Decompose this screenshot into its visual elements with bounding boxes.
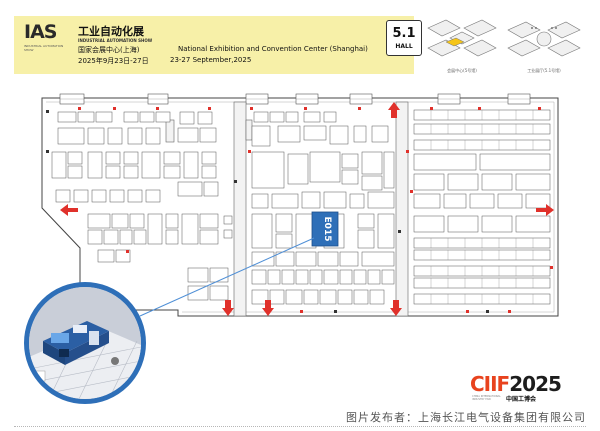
ciif-en: CHINA INTERNATIONAL INDUSTRY FAIR: [472, 395, 501, 401]
venue-cn: 国家会展中心(上海): [78, 46, 140, 54]
dates-cn: 2025年9月23日-27日: [78, 57, 149, 65]
ciif-cn: 中国工博会: [506, 396, 537, 403]
callout-line: [139, 237, 315, 317]
hall-word: HALL: [395, 43, 413, 50]
venue-minimap-right-graphic: [507, 21, 581, 57]
show-title-en: INDUSTRIAL AUTOMATION SHOW: [78, 38, 153, 43]
venue-minimap-left-graphic: [427, 19, 497, 57]
ias-logo-sub: INDUSTRIAL AUTOMATION SHOW: [24, 44, 64, 52]
ias-logo: IAS INDUSTRIAL AUTOMATION SHOW: [24, 22, 68, 68]
venue-en: National Exhibition and Convention Cente…: [178, 45, 368, 53]
ciif-year: 2025: [509, 372, 562, 396]
booth-e015-label: E015: [322, 217, 332, 242]
ias-logo-text: IAS: [24, 21, 57, 43]
header-banner: IAS INDUSTRIAL AUTOMATION SHOW 工业自动化展 IN…: [14, 16, 422, 74]
exit-arrow-left: [60, 204, 78, 216]
booth-e015[interactable]: [311, 211, 339, 247]
minimap-caption-right: 工业展厅(5.1号馆): [527, 68, 561, 73]
exit-arrow-down-3: [390, 300, 402, 316]
show-title-cn: 工业自动化展: [78, 25, 144, 38]
ciif-logo: CIIF2025 CHINA INTERNATIONAL INDUSTRY FA…: [470, 372, 570, 403]
venue-minimap-left: 会展中心(5号馆): [420, 14, 504, 74]
booth-block-c: [187, 111, 395, 305]
exit-arrow-up: [388, 102, 400, 118]
booth-block-a: [51, 111, 219, 203]
image-credit: 图片发布者：上海长江电气设备集团有限公司: [346, 411, 586, 424]
minimap-caption-left: 会展中心(5号馆): [447, 68, 477, 73]
booth-block-b: [87, 213, 233, 263]
exit-arrow-right: [536, 204, 554, 216]
hall-floor-plan: E015: [41, 93, 559, 317]
ciif-word: CIIF: [470, 372, 510, 396]
dates-en: 23-27 September,2025: [170, 56, 252, 64]
bottom-divider: [14, 426, 586, 427]
minimap-highlight-hall: [445, 37, 465, 47]
booth-zoom-render: [29, 287, 141, 399]
hall-badge: 5.1 HALL: [386, 20, 422, 56]
exit-arrows: [60, 102, 554, 316]
hall-number: 5.1: [392, 26, 416, 41]
venue-minimap-right: 工业展厅(5.1号馆): [502, 14, 586, 74]
ciif-wordmark: CIIF2025: [470, 372, 570, 396]
booth-zoom-preview: [24, 282, 146, 404]
exit-arrow-down-1: [222, 300, 234, 316]
exit-arrow-down-2: [262, 300, 274, 316]
